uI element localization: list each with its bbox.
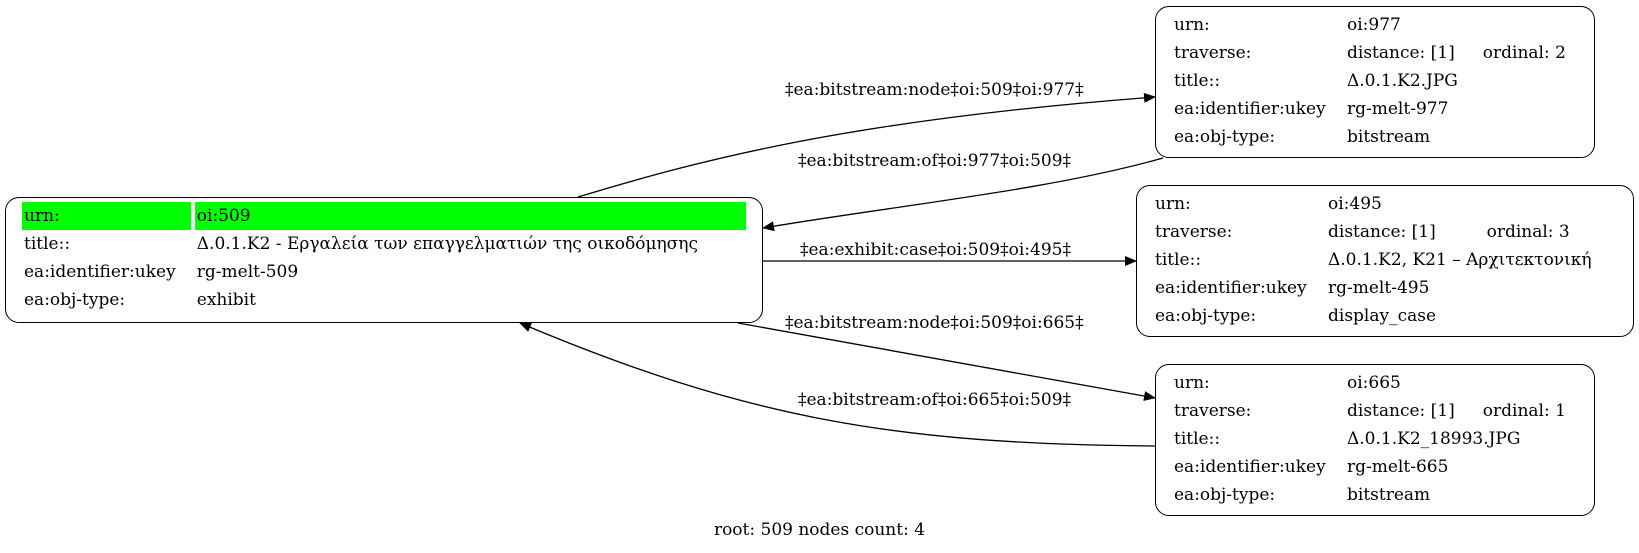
root-ukey-value: rg-melt-509 <box>196 262 299 282</box>
edge-509-to-665 <box>737 322 1156 401</box>
edge-label-665-509: ‡ea:bitstream:of‡oi:665‡oi:509‡ <box>798 390 1072 410</box>
edge-509-to-977 <box>577 92 1156 198</box>
root-title-key: title:: <box>24 234 71 254</box>
edge-977-to-509 <box>762 157 1164 232</box>
n977-type-value: bitstream <box>1347 127 1431 147</box>
node-495[interactable]: urn: oi:495 traverse: distance: [1] ordinal… <box>1136 185 1634 337</box>
node-665[interactable]: urn: oi:665 traverse: distance: [1] ordinal… <box>1155 364 1595 516</box>
n665-type-key: ea:obj-type: <box>1174 485 1276 505</box>
n977-ukey-value: rg-melt-977 <box>1347 99 1449 119</box>
root-row-title: title:: Δ.0.1.Κ2 - Εργαλεία των επαγγελμ… <box>22 230 746 258</box>
root-urn-key: urn: <box>22 202 191 230</box>
n665-ukey-value: rg-melt-665 <box>1347 457 1449 477</box>
n495-ordinal: ordinal: 3 <box>1486 222 1570 242</box>
n665-urn-key: urn: <box>1174 373 1210 393</box>
n495-distance: distance: [1] <box>1328 222 1436 242</box>
n977-distance: distance: [1] <box>1347 43 1455 63</box>
node-root-509[interactable]: urn: oi:509 title:: Δ.0.1.Κ2 - Εργαλεία … <box>5 197 763 323</box>
n665-title-value: Δ.0.1.Κ2_18993.JPG <box>1347 429 1521 449</box>
n495-ukey-key: ea:identifier:ukey <box>1155 278 1307 298</box>
n665-ukey-key: ea:identifier:ukey <box>1174 457 1326 477</box>
n495-title-value: Δ.0.1.Κ2, Κ21 – Αρχιτεκτονική <box>1328 250 1592 270</box>
edge-665-to-509 <box>519 322 1156 447</box>
root-urn-value: oi:509 <box>194 202 746 230</box>
n977-ordinal: ordinal: 2 <box>1482 43 1566 63</box>
n495-type-key: ea:obj-type: <box>1155 306 1257 326</box>
node-977[interactable]: urn: oi:977 traverse: distance: [1] ordinal… <box>1155 6 1595 158</box>
n495-type-value: display_case <box>1328 306 1437 326</box>
edge-label-509-495: ‡ea:exhibit:case‡oi:509‡oi:495‡ <box>800 240 1071 260</box>
n495-traverse-key: traverse: <box>1155 222 1233 242</box>
edge-label-509-977: ‡ea:bitstream:node‡oi:509‡oi:977‡ <box>785 80 1084 100</box>
n495-urn-value: oi:495 <box>1328 194 1382 214</box>
n977-title-value: Δ.0.1.Κ2.JPG <box>1347 71 1458 91</box>
root-title-value: Δ.0.1.Κ2 - Εργαλεία των επαγγελματιών τη… <box>196 234 698 254</box>
n495-title-key: title:: <box>1155 250 1202 270</box>
n665-ordinal: ordinal: 1 <box>1482 401 1566 421</box>
root-type-key: ea:obj-type: <box>24 290 126 310</box>
n977-ukey-key: ea:identifier:ukey <box>1174 99 1326 119</box>
n977-title-key: title:: <box>1174 71 1221 91</box>
root-row-type: ea:obj-type: exhibit <box>22 286 746 314</box>
n495-urn-key: urn: <box>1155 194 1191 214</box>
edge-label-509-665: ‡ea:bitstream:node‡oi:509‡oi:665‡ <box>785 313 1084 333</box>
n977-type-key: ea:obj-type: <box>1174 127 1276 147</box>
n665-distance: distance: [1] <box>1347 401 1455 421</box>
n665-traverse-key: traverse: <box>1174 401 1252 421</box>
n977-urn-key: urn: <box>1174 15 1210 35</box>
edge-label-977-509: ‡ea:bitstream:of‡oi:977‡oi:509‡ <box>798 151 1072 171</box>
n495-ukey-value: rg-melt-495 <box>1328 278 1430 298</box>
n665-type-value: bitstream <box>1347 485 1431 505</box>
root-ukey-key: ea:identifier:ukey <box>24 262 176 282</box>
root-type-value: exhibit <box>196 290 256 310</box>
n977-urn-value: oi:977 <box>1347 15 1401 35</box>
graph-footer: root: 509 nodes count: 4 <box>713 520 926 540</box>
root-row-ukey: ea:identifier:ukey rg-melt-509 <box>22 258 746 286</box>
root-row-urn: urn: oi:509 <box>22 202 746 230</box>
n665-title-key: title:: <box>1174 429 1221 449</box>
n977-traverse-key: traverse: <box>1174 43 1252 63</box>
n665-urn-value: oi:665 <box>1347 373 1401 393</box>
